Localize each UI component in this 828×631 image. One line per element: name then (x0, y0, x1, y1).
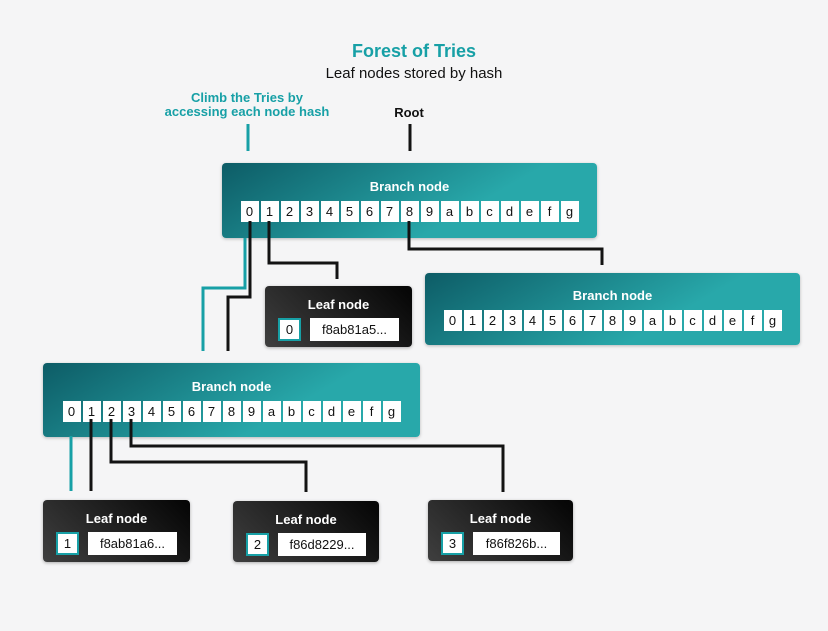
branch-cell: 8 (400, 201, 419, 222)
leaf-node-2-hash: f86d8229... (278, 533, 366, 556)
branch-node-left-label: Branch node (191, 378, 272, 394)
branch-cell: 4 (142, 400, 161, 422)
leaf-node-2-index: 2 (246, 533, 269, 556)
branch-cell: 1 (463, 309, 482, 331)
branch-cell: 0 (240, 201, 259, 222)
leaf-node-3-index: 3 (441, 532, 464, 555)
climb-top-to-left-branch-arrow (201, 238, 247, 351)
branch-cell: b (282, 400, 301, 422)
branch-node-top-label: Branch node (369, 179, 450, 194)
climb-annotation-line2: accessing each node hash (164, 104, 330, 119)
leaf-node-3: Leaf node 3 f86f826b... (428, 500, 573, 561)
branch-cell: 9 (420, 201, 439, 222)
leaf-node-2: Leaf node 2 f86d8229... (233, 501, 379, 562)
branch-cell: 7 (583, 309, 602, 331)
branch-cell: 8 (603, 309, 622, 331)
branch-cell: f (743, 309, 762, 331)
leaf-node-1-hash: f8ab81a6... (88, 532, 177, 555)
branch-cell: 6 (182, 400, 201, 422)
branch-cell: b (460, 201, 479, 222)
branch-cell: 7 (380, 201, 399, 222)
leaf-node-3-hash: f86f826b... (473, 532, 560, 555)
branch-cell: 3 (300, 201, 319, 222)
branch-cell: c (480, 201, 499, 222)
branch-cell: 4 (523, 309, 542, 331)
leaf-node-0-row: 0 f8ab81a5... (265, 318, 412, 341)
branch-cell: g (560, 201, 579, 222)
branch-cell: e (520, 201, 539, 222)
branch-cell: 2 (280, 201, 299, 222)
branch-cell: 2 (483, 309, 502, 331)
leaf-node-3-label: Leaf node (469, 511, 532, 526)
branch-cell: 1 (82, 400, 101, 422)
branch-cell: 9 (242, 400, 261, 422)
branch-cell: 2 (102, 400, 121, 422)
branch-cell: d (322, 400, 341, 422)
branch-cell: 4 (320, 201, 339, 222)
leaf-node-0: Leaf node 0 f8ab81a5... (265, 286, 412, 347)
page-subtitle: Leaf nodes stored by hash (325, 65, 503, 82)
leaf-node-2-label: Leaf node (275, 512, 337, 527)
branch-cell: 0 (62, 400, 81, 422)
branch-cell: e (342, 400, 361, 422)
branch-cell: 5 (543, 309, 562, 331)
branch-cell: f (362, 400, 381, 422)
branch-cell: a (440, 201, 459, 222)
branch-cell: d (703, 309, 722, 331)
branch-cell: f (540, 201, 559, 222)
branch-cell: c (683, 309, 702, 331)
branch-cell: a (262, 400, 281, 422)
branch-cell: e (723, 309, 742, 331)
branch-cell: 6 (360, 201, 379, 222)
top-cell0-to-left-branch-arrow (226, 221, 252, 351)
page-title: Forest of Tries (351, 41, 477, 61)
leaf-node-1: Leaf node 1 f8ab81a6... (43, 500, 190, 562)
leaf-node-3-row: 3 f86f826b... (428, 532, 573, 555)
leaf-node-0-index: 0 (278, 318, 301, 341)
leaf-node-2-row: 2 f86d8229... (233, 533, 379, 556)
branch-cell: 5 (162, 400, 181, 422)
branch-cell: g (763, 309, 782, 331)
branch-cell: 5 (340, 201, 359, 222)
branch-cell: c (302, 400, 321, 422)
branch-cell: 8 (222, 400, 241, 422)
branch-cell: 3 (122, 400, 141, 422)
leaf-node-0-hash: f8ab81a5... (310, 318, 399, 341)
branch-cell: 0 (443, 309, 462, 331)
branch-node-right-label: Branch node (572, 287, 653, 303)
branch-cell: 1 (260, 201, 279, 222)
branch-cell: b (663, 309, 682, 331)
branch-cell: 3 (503, 309, 522, 331)
diagram-header: Forest of Tries Leaf nodes stored by has… (0, 41, 828, 82)
branch-cell: g (382, 400, 401, 422)
leaf-node-1-index: 1 (56, 532, 79, 555)
climb-annotation: Climb the Tries by accessing each node h… (97, 91, 397, 119)
branch-cell: a (643, 309, 662, 331)
branch-cell: 9 (623, 309, 642, 331)
branch-cell: 6 (563, 309, 582, 331)
leaf-node-1-label: Leaf node (85, 511, 148, 526)
branch-cell: 7 (202, 400, 221, 422)
leaf-node-0-label: Leaf node (307, 297, 370, 312)
climb-annotation-line1: Climb the Tries by (191, 90, 303, 105)
branch-cell: d (500, 201, 519, 222)
leaf-node-1-row: 1 f8ab81a6... (43, 532, 190, 555)
root-annotation: Root (394, 105, 424, 120)
